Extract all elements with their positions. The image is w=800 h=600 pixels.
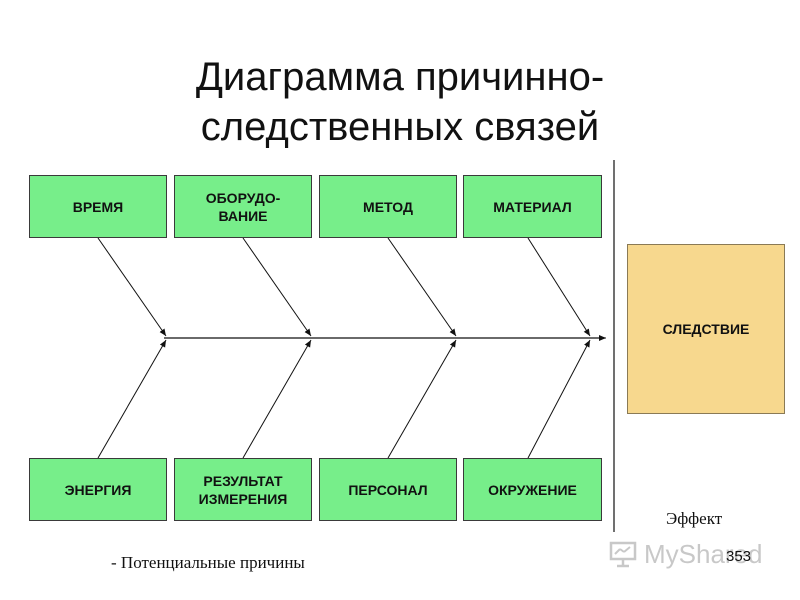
branch-personal <box>387 339 457 459</box>
cause-box-rezultat: РЕЗУЛЬТАТ ИЗМЕРЕНИЯ <box>174 458 312 521</box>
effect-caption: Эффект <box>666 509 723 528</box>
cause-box-energiya: ЭНЕРГИЯ <box>29 458 167 521</box>
cause-box-metod: МЕТОД <box>319 175 457 238</box>
cause-label: ВРЕМЯ <box>72 198 124 215</box>
cause-label: ОКРУЖЕНИЕ <box>488 481 577 498</box>
cause-label: ЭНЕРГИЯ <box>64 481 132 498</box>
cause-box-material: МАТЕРИАЛ <box>463 175 602 238</box>
page-title: Диаграмма причинно- следственных связей <box>0 52 800 152</box>
cause-label: РЕЗУЛЬТАТ ИЗМЕРЕНИЯ <box>198 472 288 507</box>
cause-box-vremya: ВРЕМЯ <box>29 175 167 238</box>
cause-label: МЕТОД <box>363 198 413 215</box>
branch-energiya <box>97 339 167 459</box>
cause-label: ПЕРСОНАЛ <box>348 481 428 498</box>
branch-metod <box>387 237 457 337</box>
branch-rezultat <box>242 339 312 459</box>
watermark: MyShared <box>608 536 768 572</box>
causes-caption: - Потенциальные причины <box>111 553 305 572</box>
effect-label: СЛЕДСТВИЕ <box>662 321 750 337</box>
cause-label: ОБОРУДО- ВАНИЕ <box>205 189 281 224</box>
page-number: 353 <box>726 548 752 565</box>
branch-vremya <box>97 237 167 337</box>
title-line-1: Диаграмма причинно- <box>195 55 605 99</box>
effect-box: СЛЕДСТВИЕ <box>627 244 785 414</box>
branch-oborudovanie <box>242 237 312 337</box>
title-line-2: следственных связей <box>200 105 600 149</box>
cause-label: МАТЕРИАЛ <box>493 198 572 215</box>
cause-box-okruzhenie: ОКРУЖЕНИЕ <box>463 458 602 521</box>
branch-material <box>527 237 591 337</box>
presentation-board-icon <box>609 541 637 568</box>
watermark-text: MyShared <box>644 538 763 569</box>
cause-box-oborudovanie: ОБОРУДО- ВАНИЕ <box>174 175 312 238</box>
cause-box-personal: ПЕРСОНАЛ <box>319 458 457 521</box>
branch-okruzhenie <box>527 339 591 459</box>
